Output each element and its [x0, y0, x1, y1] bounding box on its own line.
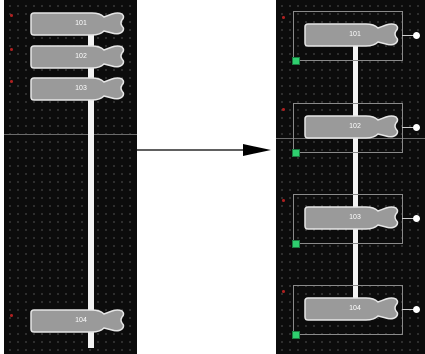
- pin-dot-icon[interactable]: [413, 124, 420, 131]
- pin-wire: [402, 35, 414, 36]
- before-panel: 101 102 103 104: [4, 0, 137, 354]
- block-frame: [293, 194, 403, 244]
- block-before-103[interactable]: 103: [30, 76, 132, 102]
- red-marker-icon: [282, 16, 285, 19]
- block-before-101[interactable]: 101: [30, 11, 132, 37]
- pin-dot-icon[interactable]: [413, 32, 420, 39]
- block-after-103[interactable]: 103: [304, 205, 406, 231]
- red-marker-icon: [282, 199, 285, 202]
- bottle-shape-icon: [304, 297, 399, 321]
- pin-wire: [402, 127, 414, 128]
- block-after-102[interactable]: 102: [304, 114, 406, 140]
- green-square-icon[interactable]: [292, 331, 300, 339]
- bottle-shape-icon: [30, 12, 125, 36]
- block-label: 104: [75, 317, 87, 324]
- red-marker-icon: [282, 290, 285, 293]
- red-marker-icon: [10, 80, 13, 83]
- green-square-icon[interactable]: [292, 240, 300, 248]
- arrow-right-icon: [137, 144, 271, 156]
- bottle-shape-icon: [30, 77, 125, 101]
- block-before-104[interactable]: 104: [30, 308, 132, 334]
- block-label: 101: [349, 31, 361, 38]
- block-frame: [293, 103, 403, 153]
- block-label: 103: [75, 85, 87, 92]
- bottle-shape-icon: [304, 23, 399, 47]
- block-label: 103: [349, 214, 361, 221]
- red-marker-icon: [10, 314, 13, 317]
- block-frame: [293, 285, 403, 335]
- block-before-102[interactable]: 102: [30, 44, 132, 70]
- bottle-shape-icon: [30, 45, 125, 69]
- pin-dot-icon[interactable]: [413, 215, 420, 222]
- pin-wire: [402, 218, 414, 219]
- block-after-101[interactable]: 101: [304, 22, 406, 48]
- spine-bar: [88, 30, 94, 348]
- after-panel: 101 102 103 104: [276, 0, 425, 354]
- block-label: 104: [349, 305, 361, 312]
- bottle-shape-icon: [30, 309, 125, 333]
- block-label: 101: [75, 20, 87, 27]
- red-marker-icon: [282, 108, 285, 111]
- green-square-icon[interactable]: [292, 149, 300, 157]
- pin-dot-icon[interactable]: [413, 306, 420, 313]
- spine-bar: [353, 24, 358, 320]
- bottle-shape-icon: [304, 206, 399, 230]
- red-marker-icon: [10, 14, 13, 17]
- block-after-104[interactable]: 104: [304, 296, 406, 322]
- block-label: 102: [349, 123, 361, 130]
- green-square-icon[interactable]: [292, 57, 300, 65]
- block-label: 102: [75, 53, 87, 60]
- red-marker-icon: [10, 48, 13, 51]
- pin-wire: [402, 309, 414, 310]
- bottle-shape-icon: [304, 115, 399, 139]
- divider-line: [4, 134, 137, 135]
- block-frame: [293, 11, 403, 61]
